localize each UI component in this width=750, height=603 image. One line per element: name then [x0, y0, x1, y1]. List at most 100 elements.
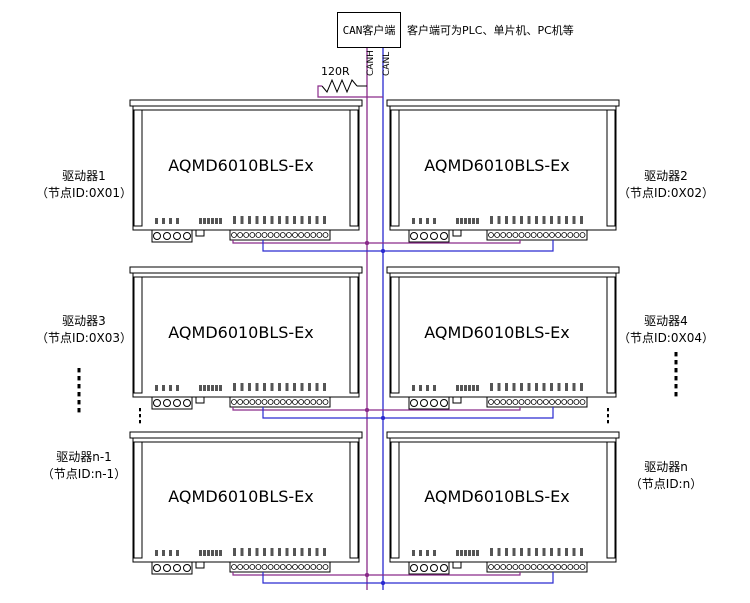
driver-3-signal-terminal-hole [285, 399, 292, 405]
canh-drop [232, 407, 367, 411]
canh-junction [365, 573, 369, 577]
driver-1-pin-text [285, 216, 289, 224]
driver-4-power-terminal [408, 396, 450, 410]
driver-n-1-signal-terminal-hole [231, 564, 237, 570]
driver-2-small-connector [452, 229, 462, 237]
driver-n-1-pin-text [285, 548, 289, 556]
canl-drop [262, 240, 383, 252]
driver-n-1-small-connector [195, 561, 205, 569]
driver-n-signal-terminal-hole [573, 564, 580, 570]
driver-3-small-connector [195, 396, 205, 404]
canh-junction [365, 408, 369, 412]
driver-2-signal-terminal-hole [494, 232, 501, 238]
driver-n-pin-text [542, 548, 546, 556]
driver-1-signal-terminal-hole [249, 232, 256, 238]
driver-3-pin-text [162, 385, 165, 391]
driver-n-1-pin-text [169, 550, 172, 556]
driver-3-left-fin [133, 276, 143, 394]
driver-n-pin-text [557, 548, 561, 556]
driver-n-1-pin-text [300, 548, 304, 556]
driver-1-left-fin [133, 109, 143, 227]
driver-1-power-terminal-hole [183, 232, 191, 240]
driver-n-1-pin-text [248, 548, 251, 556]
driver-4-signal-terminal-hole [512, 399, 519, 405]
driver-n-signal-terminal-hole [549, 564, 555, 570]
driver-n-pin-text [550, 548, 553, 556]
driver-3-signal-terminal-hole [322, 399, 329, 405]
driver-4-signal-terminal-hole [530, 399, 537, 405]
driver-2-pin-text [426, 218, 429, 224]
driver-3-pin-text [255, 383, 259, 391]
driver-n-1-power-terminal-hole [153, 564, 161, 572]
driver-1-pin-text [176, 218, 179, 224]
driver-n-signal-terminal-hole [488, 564, 494, 570]
driver-3-pin-text [323, 383, 326, 391]
driver-2-power-terminal-hole [440, 232, 448, 240]
driver-1-signal-terminal-hole [231, 232, 237, 238]
driver-2-signal-terminal-hole [573, 232, 580, 238]
driver-n-1-pin-text [203, 550, 206, 556]
canl-drop [262, 572, 383, 584]
driver-2-signal-terminal-hole [579, 232, 586, 238]
driver-3-pin-text [285, 383, 289, 391]
driver-n-body [389, 437, 617, 563]
can-client-label: CAN客户端 [342, 24, 396, 37]
driver-1-signal-terminal-hole [279, 232, 286, 238]
driver-2-signal-terminal-hole [512, 232, 519, 238]
driver-n-1-power-terminal-hole [173, 564, 181, 572]
driver-4-pin-text [472, 385, 475, 391]
driver-n-1-name: 驱动器n-1 [56, 450, 112, 464]
driver-1-signal-terminal-hole [310, 232, 317, 238]
driver-2-pin-text [468, 218, 471, 224]
driver-n-small-connector [452, 561, 462, 569]
driver-n-1-pin-text [155, 550, 158, 556]
driver-n-power-terminal-hole [440, 564, 448, 572]
driver-1-signal-terminal-hole [267, 232, 274, 238]
driver-4-signal-terminal-hole [567, 399, 574, 405]
driver-1-flange [129, 99, 363, 107]
driver-n-1-pin-text [199, 550, 202, 556]
driver-3-pin-text [219, 385, 222, 391]
driver-n-pin-text [433, 550, 436, 556]
driver-1-pin-text [155, 218, 158, 224]
driver-n-right-fin [606, 441, 616, 559]
driver-1-signal-terminal-hole [261, 232, 268, 238]
canl-junction [381, 581, 385, 585]
driver-1-pin-text [199, 218, 202, 224]
driver-3-body [132, 272, 360, 398]
driver-n-1-signal-terminal-hole [285, 564, 292, 570]
driver-2-pin-text [520, 216, 523, 224]
driver-3-signal-terminal-hole [243, 399, 250, 405]
driver-n-pin-text [468, 550, 471, 556]
driver-2-signal-terminal-hole [543, 232, 549, 238]
driver-n-1-signal-terminal-hole [255, 564, 262, 570]
driver-1-pin-text [255, 216, 259, 224]
driver-n-1-power-terminal [151, 561, 193, 575]
canh-label: CANH [366, 50, 376, 76]
canh-drop [232, 240, 367, 244]
driver-1-model: AQMD6010BLS-Ex [168, 156, 314, 175]
driver-1-pin-text [248, 216, 251, 224]
driver-3-signal-terminal-hole [310, 399, 317, 405]
driver-2-pin-text [505, 216, 508, 224]
driver-n-1-pin-text [219, 550, 222, 556]
driver-n-1-pin-text [215, 550, 218, 556]
driver-4-pin-text [476, 385, 479, 391]
driver-n-signal-terminal-hole [518, 564, 525, 570]
canl-drop [383, 572, 554, 584]
driver-2-power-terminal-hole [420, 232, 428, 240]
driver-n-pin-text [505, 548, 508, 556]
driver-1-pin-text [278, 216, 281, 224]
driver-n-1-pin-text [255, 548, 259, 556]
driver-1-signal-terminal-hole [273, 232, 280, 238]
driver-n-1-pin-text [315, 548, 319, 556]
driver-4-pin-text [557, 383, 561, 391]
driver-1-signal-terminal-hole [255, 232, 262, 238]
driver-3-signal-terminal-hole [298, 399, 305, 405]
driver-4-pin-text [464, 385, 467, 391]
canl-junction [381, 416, 385, 420]
driver-2-pin-text [460, 218, 463, 224]
driver-n-signal-terminal-hole [555, 564, 561, 570]
driver-3-pin-text [278, 383, 281, 391]
